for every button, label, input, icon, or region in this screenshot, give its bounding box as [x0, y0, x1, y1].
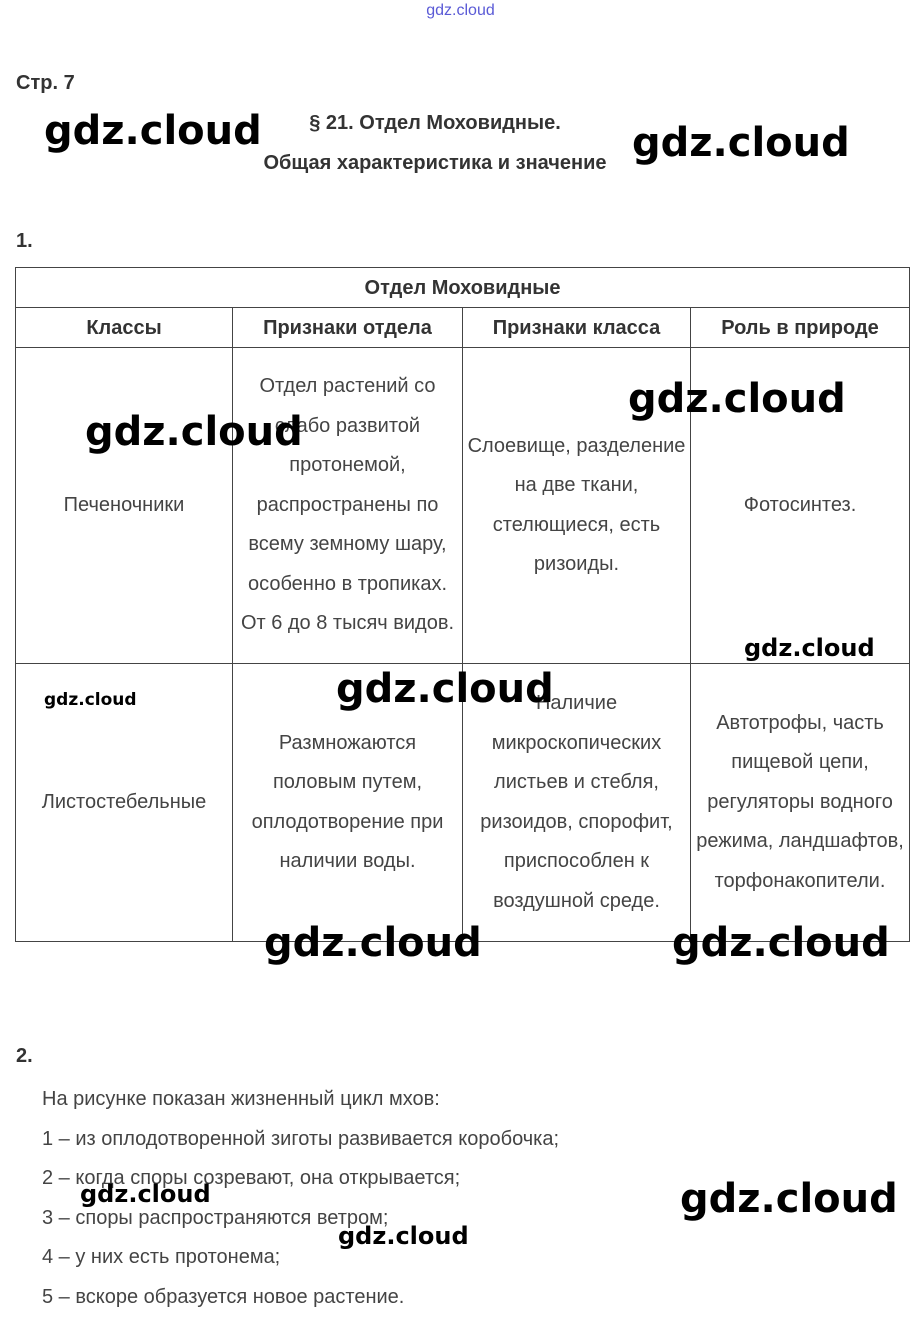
- answer-line: 2 – когда споры созревают, она открывает…: [42, 1167, 461, 1189]
- table-cell: Наличие микроскопических листьев и стебл…: [462, 663, 691, 942]
- question-1-number: 1.: [16, 230, 33, 252]
- moss-division-table: Отдел Моховидные Классы Признаки отдела …: [14, 267, 911, 942]
- answer-line: 3 – споры распространяются ветром;: [42, 1206, 389, 1229]
- table-cell: Листостебельные: [15, 663, 233, 942]
- watermark: gdz.cloud: [264, 920, 482, 966]
- table-header: Признаки отдела: [232, 307, 463, 348]
- answer-text: На рисунке показан жизненный цикл мхов: …: [42, 1080, 559, 1317]
- table-cell: Размножаются половым путем, оплодотворен…: [232, 663, 463, 942]
- watermark: gdz.cloud: [632, 120, 850, 166]
- section-subtitle: Общая характеристика и значение: [263, 152, 607, 174]
- table-header: Признаки класса: [462, 307, 691, 348]
- watermark: gdz.cloud: [744, 634, 875, 662]
- watermark: gdz.cloud: [85, 409, 303, 455]
- watermark: gdz.cloud: [336, 666, 554, 712]
- table-row: Печеночники Отдел растений со слабо разв…: [15, 347, 911, 664]
- table-header: Классы: [15, 307, 233, 348]
- table-cell: Фотосинтез.: [689, 347, 911, 664]
- table-caption: Отдел Моховидные: [14, 267, 911, 308]
- question-2-number: 2.: [16, 1045, 33, 1067]
- table-cell: Слоевище, разделение на две ткани, стелю…: [462, 347, 691, 664]
- page-label: Стр. 7: [16, 72, 75, 94]
- watermark: gdz.cloud: [44, 690, 137, 710]
- table-row: Листостебельные Размножаются половым пут…: [15, 663, 911, 942]
- table-cell: Печеночники: [15, 347, 233, 664]
- watermark: gdz.cloud: [44, 108, 262, 154]
- answer-line: На рисунке показан жизненный цикл мхов:: [42, 1088, 440, 1110]
- watermark: gdz.cloud: [80, 1180, 211, 1208]
- table-header: Роль в природе: [689, 307, 911, 348]
- section-title: § 21. Отдел Моховидные.: [309, 112, 561, 134]
- table-cell: Автотрофы, часть пищевой цепи, регулятор…: [689, 663, 911, 942]
- watermark: gdz.cloud: [338, 1222, 469, 1250]
- answer-line: 5 – вскоре образуется новое растение.: [42, 1285, 405, 1308]
- watermark: gdz.cloud: [680, 1176, 898, 1222]
- answer-line: 1 – из оплодотворенной зиготы развиваетс…: [42, 1127, 560, 1150]
- answer-line: 4 – у них есть протонема;: [42, 1246, 281, 1268]
- watermark: gdz.cloud: [672, 920, 890, 966]
- watermark: gdz.cloud: [628, 376, 846, 422]
- table-cell: Отдел растений со слабо развитой протоне…: [232, 347, 463, 664]
- top-watermark: gdz.cloud: [426, 2, 495, 19]
